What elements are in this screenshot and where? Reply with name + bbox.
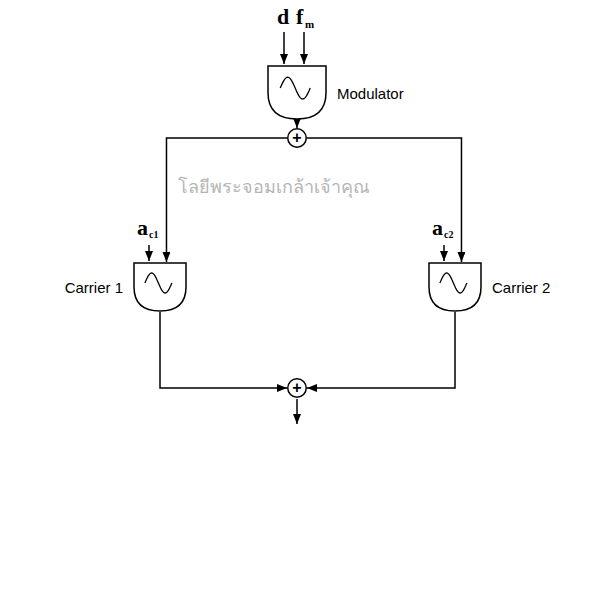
signal-connector <box>166 138 287 262</box>
summing-outline <box>288 379 307 398</box>
signal-connector <box>307 138 461 262</box>
input-wire <box>283 32 285 64</box>
sum-sign: + <box>287 128 307 148</box>
modulator-oscillator: Modulator <box>267 65 327 120</box>
sine-wave <box>440 273 467 293</box>
signal-connector <box>307 312 455 388</box>
signal-subscript: c1 <box>149 230 158 240</box>
sine-wave <box>280 77 310 99</box>
signal-subscript: m <box>305 19 314 30</box>
oscillator-symbol <box>133 262 187 312</box>
signal-connector <box>160 312 287 388</box>
sum-sign: + <box>287 378 307 398</box>
oscillator-label: Modulator <box>337 84 404 101</box>
signal-name: d <box>277 6 289 28</box>
oscillator-symbol <box>267 65 327 120</box>
input-wire <box>148 245 150 261</box>
signal-name: f <box>296 6 303 28</box>
summing-junction: + <box>287 128 307 148</box>
carrier-oscillator: Carrier 1 <box>133 262 187 312</box>
signal-subscript: c2 <box>444 230 453 240</box>
carrier-oscillator: Carrier 2 <box>428 262 482 312</box>
input-wire <box>303 32 305 64</box>
signal-name: a <box>432 217 443 239</box>
output-wire <box>296 399 298 424</box>
summing-junction: + <box>287 378 307 398</box>
oscillator-outline <box>268 66 326 119</box>
oscillator-outline <box>429 263 481 311</box>
oscillator-symbol <box>428 262 482 312</box>
signal-name: a <box>137 217 148 239</box>
watermark: โลยีพระจอมเกล้าเจ้าคุณ <box>178 178 370 196</box>
signal-connector <box>296 120 298 128</box>
oscillator-label: Carrier 1 <box>65 279 123 296</box>
sine-wave <box>145 273 172 293</box>
input-wire <box>443 245 445 261</box>
oscillator-outline <box>134 263 186 311</box>
oscillator-label: Carrier 2 <box>492 279 550 296</box>
summing-outline <box>288 129 307 148</box>
